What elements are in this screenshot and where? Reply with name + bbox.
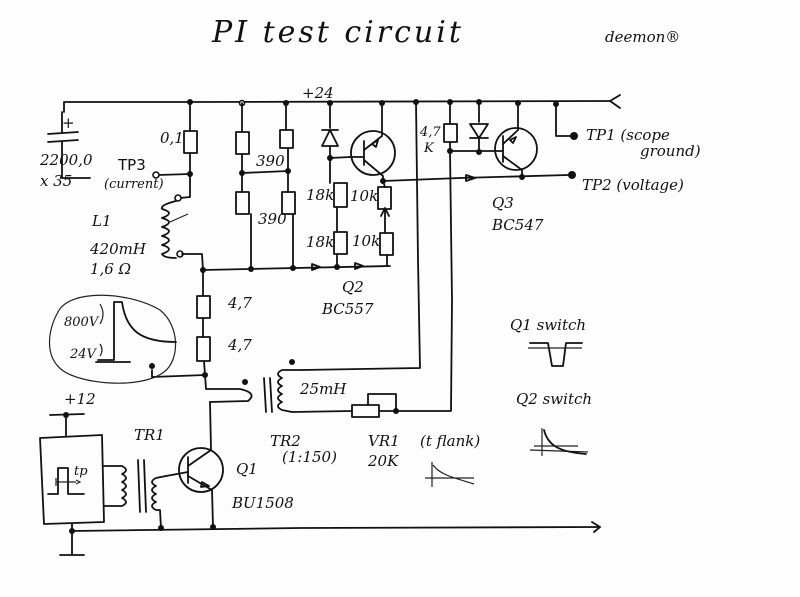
- resistor-10k-upper: [377, 186, 392, 210]
- q2-switch-axes: [529, 428, 589, 456]
- vr1-labels: VR1 20K (t flank): [367, 432, 480, 487]
- q1-switch-waveform: [529, 342, 583, 367]
- r4k7-value: 4,7: [419, 125, 441, 140]
- shunt-resistor: [183, 130, 198, 154]
- inset-low-voltage: 24V: [69, 347, 98, 362]
- resistor-18k-upper: [333, 182, 348, 208]
- r10k-lower-label: 10k: [352, 232, 380, 250]
- trimmer-vr1: [351, 404, 380, 418]
- tp2-terminal: [568, 171, 576, 179]
- q3-part: BC547: [491, 216, 544, 234]
- t-flank-waveform: [425, 462, 475, 487]
- vertical-feedlines: 4,7 K: [301, 99, 458, 412]
- q1-switch-label: Q1 switch: [510, 316, 586, 334]
- pulse-generator: +12 tp: [39, 390, 105, 556]
- vr1-name: VR1: [368, 432, 400, 450]
- coil-pointer: [169, 213, 189, 223]
- supply-12v-label: +12: [64, 390, 96, 408]
- tr2-ratio: (1:150): [282, 448, 337, 466]
- signal-arrow: [354, 262, 364, 270]
- tp1-label-line2: ground): [640, 142, 701, 160]
- damping-resistors-390: 390 390: [235, 99, 296, 270]
- r390-upper-label: 390: [256, 152, 285, 170]
- supply-24v-label: +24: [302, 84, 334, 102]
- flyback-waveform-inset: 800V 24V: [49, 294, 177, 384]
- resistor-10k-arrow: [380, 207, 390, 225]
- inset-high-voltage: 800V: [64, 315, 100, 330]
- ground-rail: [71, 521, 601, 533]
- ground-terminal-arrow: [591, 521, 601, 533]
- q1-emitter-arrow: [200, 481, 210, 488]
- r47a-label: 4,7: [227, 294, 252, 312]
- transistor-q2: 10k 10k Q2 BC557: [321, 100, 461, 318]
- coil-inductance: 420mH: [89, 240, 147, 258]
- coil-resistance: 1,6 Ω: [90, 260, 131, 278]
- capacitor-value: 2200,0: [39, 151, 93, 169]
- signal-arrow: [311, 263, 321, 271]
- pulse-width-label: tp: [74, 464, 88, 479]
- rail-terminal-arrow: [609, 94, 621, 109]
- q2-name: Q2: [342, 278, 364, 296]
- diagram-title: PI test circuit: [211, 15, 464, 50]
- r4k7-unit: K: [423, 141, 435, 156]
- transformer-tr2: 25mH TR2 (1:150): [263, 359, 399, 466]
- damping-bus: [200, 262, 391, 273]
- coil-l1: [160, 200, 177, 259]
- coil-name: L1: [91, 212, 112, 230]
- transformer-tr1: TR1: [103, 426, 167, 531]
- capacitor-voltage: x 35: [40, 172, 72, 190]
- resistor-4k7: [443, 123, 458, 143]
- reference-waveforms: Q1 switch Q2 switch: [510, 316, 592, 456]
- diode-d1: [321, 129, 339, 147]
- q2-switch-label: Q2 switch: [516, 390, 592, 408]
- current-sense-branch: 0,1 TP3 (current) L1 420mH 1,6 Ω: [89, 99, 204, 278]
- signal-arrow: [465, 174, 476, 182]
- transistor-q1: Q1 BU1508: [165, 401, 294, 530]
- series-damping-resistors: 4,7 4,7: [149, 269, 253, 403]
- r10k-upper-label: 10k: [350, 187, 378, 205]
- q2-switch-waveform: [543, 429, 587, 455]
- r18k-lower-label: 18k: [306, 233, 334, 251]
- tp3-terminal: [152, 171, 160, 179]
- r390-lower-label: 390: [258, 210, 287, 228]
- q2-base-network: 18k 18k: [306, 100, 351, 268]
- q3-emitter-arrow: [509, 136, 517, 144]
- author-signature: deemon®: [605, 28, 680, 46]
- capacitor-polarity: +: [62, 114, 75, 132]
- vr1-value: 20K: [367, 452, 399, 470]
- tp2-label: TP2 (voltage): [582, 176, 684, 194]
- tp1-label: TP1 (scope: [586, 126, 670, 144]
- tp1-terminal: [570, 132, 578, 140]
- positive-rail: +24: [63, 84, 621, 113]
- q2-part: BC557: [321, 300, 374, 318]
- tp3-label: TP3: [117, 156, 146, 174]
- tr1-name: TR1: [134, 426, 165, 444]
- r18k-upper-label: 18k: [306, 186, 334, 204]
- tp3-note: (current): [104, 177, 164, 192]
- diode-d2: [469, 123, 489, 139]
- transistor-q3: Q3 BC547 TP1 (scope ground) TP2 (voltage…: [449, 99, 701, 234]
- tr2-name: TR2: [270, 432, 301, 450]
- resistor-18k-lower: [333, 231, 348, 255]
- resistor-10k-lower: [379, 232, 394, 256]
- q1-part: BU1508: [231, 494, 294, 512]
- tr1-primary: [103, 465, 127, 507]
- tr2-inductance: 25mH: [299, 380, 347, 398]
- r47b-label: 4,7: [227, 336, 252, 354]
- q2-emitter-arrow: [371, 139, 379, 148]
- shunt-value: 0,1: [160, 129, 184, 147]
- q1-name: Q1: [236, 460, 258, 478]
- q3-name: Q3: [492, 194, 514, 212]
- capacitor-2200uf: + 2200,0 x 35: [39, 111, 93, 190]
- vr1-note: (t flank): [420, 432, 480, 450]
